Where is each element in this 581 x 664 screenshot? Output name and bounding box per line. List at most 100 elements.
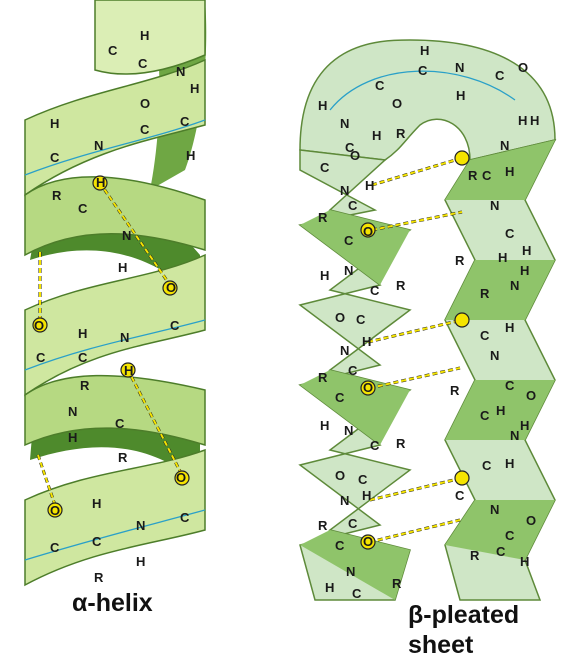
svg-text:H: H: [320, 418, 329, 433]
svg-text:O: O: [50, 503, 60, 518]
svg-text:H: H: [520, 418, 529, 433]
svg-text:N: N: [344, 423, 353, 438]
svg-text:C: C: [418, 63, 428, 78]
svg-text:C: C: [180, 510, 190, 525]
svg-text:C: C: [496, 544, 506, 559]
svg-text:O: O: [526, 388, 536, 403]
svg-text:N: N: [122, 228, 131, 243]
helix-front-segment: [24, 448, 206, 587]
svg-text:O: O: [518, 60, 528, 75]
svg-text:C: C: [455, 488, 465, 503]
svg-text:C: C: [180, 114, 190, 129]
svg-text:N: N: [500, 138, 509, 153]
sheet-hydrogen-bonds: [360, 150, 470, 550]
helix-word: -helix: [87, 589, 153, 617]
svg-text:R: R: [118, 450, 128, 465]
sheet-pleat-shade: [445, 380, 555, 440]
helix-atom-labels: C H C N H O C C H H C N H R C N H O C O …: [34, 28, 199, 585]
svg-text:H: H: [50, 116, 59, 131]
svg-text:R: R: [396, 126, 406, 141]
svg-text:C: C: [482, 458, 492, 473]
svg-text:N: N: [490, 348, 499, 363]
svg-text:O: O: [176, 470, 186, 485]
svg-text:H: H: [190, 81, 199, 96]
svg-text:R: R: [392, 576, 402, 591]
svg-text:H: H: [498, 250, 507, 265]
svg-text:C: C: [345, 140, 355, 155]
svg-text:O: O: [166, 280, 176, 295]
svg-text:C: C: [348, 198, 358, 213]
svg-text:N: N: [94, 138, 103, 153]
beta-symbol: β: [408, 601, 424, 629]
svg-text:C: C: [36, 350, 46, 365]
svg-text:H: H: [522, 243, 531, 258]
svg-text:N: N: [344, 263, 353, 278]
svg-text:H: H: [320, 268, 329, 283]
sheet-backbone-trace: [329, 70, 516, 111]
svg-text:O: O: [350, 148, 360, 163]
svg-text:R: R: [396, 278, 406, 293]
helix-front-segment: [94, 0, 206, 75]
svg-text:H: H: [118, 260, 127, 275]
svg-text:C: C: [320, 160, 330, 175]
svg-text:C: C: [78, 350, 88, 365]
svg-text:N: N: [176, 64, 185, 79]
svg-text:H: H: [186, 148, 195, 163]
svg-text:H: H: [372, 128, 381, 143]
svg-text:H: H: [96, 175, 105, 190]
svg-text:N: N: [455, 60, 464, 75]
helix-backbone-trace: [24, 509, 206, 561]
svg-text:O: O: [363, 380, 373, 395]
svg-text:N: N: [340, 183, 349, 198]
svg-text:N: N: [490, 502, 499, 517]
svg-text:N: N: [340, 493, 349, 508]
beta-sheet-label: β-pleated sheet: [408, 600, 578, 660]
svg-text:C: C: [335, 390, 345, 405]
svg-text:N: N: [340, 343, 349, 358]
svg-text:N: N: [346, 564, 355, 579]
svg-text:H: H: [362, 488, 371, 503]
helix-front-segment: [24, 176, 206, 257]
svg-text:H: H: [456, 88, 465, 103]
svg-text:H: H: [520, 263, 529, 278]
svg-text:H: H: [325, 580, 334, 595]
svg-text:C: C: [495, 68, 505, 83]
svg-text:H: H: [496, 403, 505, 418]
svg-text:C: C: [348, 363, 358, 378]
svg-text:C: C: [170, 318, 180, 333]
svg-text:H: H: [136, 554, 145, 569]
svg-text:H: H: [78, 326, 87, 341]
svg-text:N: N: [510, 278, 519, 293]
alpha-helix-label: α-helix: [72, 588, 153, 618]
svg-text:R: R: [450, 383, 460, 398]
svg-text:H: H: [420, 43, 429, 58]
svg-text:C: C: [480, 328, 490, 343]
svg-text:C: C: [352, 586, 362, 601]
svg-text:O: O: [34, 318, 44, 333]
sheet-hairpin-turn: [299, 39, 556, 161]
svg-text:H: H: [530, 113, 539, 128]
pleated-word: -pleated: [423, 601, 520, 629]
svg-text:C: C: [505, 226, 515, 241]
svg-text:C: C: [356, 312, 366, 327]
svg-text:H: H: [505, 456, 514, 471]
svg-text:C: C: [108, 43, 118, 58]
svg-text:H: H: [518, 113, 527, 128]
svg-text:C: C: [370, 438, 380, 453]
sheet-pleat-shade: [445, 140, 555, 200]
svg-text:R: R: [318, 518, 328, 533]
svg-text:N: N: [68, 404, 77, 419]
svg-text:H: H: [520, 554, 529, 569]
svg-text:H: H: [362, 334, 371, 349]
helix-front-segment: [24, 374, 206, 447]
helix-backbone-trace: [24, 119, 206, 176]
svg-text:H: H: [124, 363, 133, 378]
svg-text:N: N: [510, 428, 519, 443]
svg-text:C: C: [482, 168, 492, 183]
sheet-pleat-shade: [300, 370, 410, 445]
svg-text:C: C: [50, 540, 60, 555]
svg-text:C: C: [370, 283, 380, 298]
svg-text:C: C: [480, 408, 490, 423]
svg-text:O: O: [335, 468, 345, 483]
